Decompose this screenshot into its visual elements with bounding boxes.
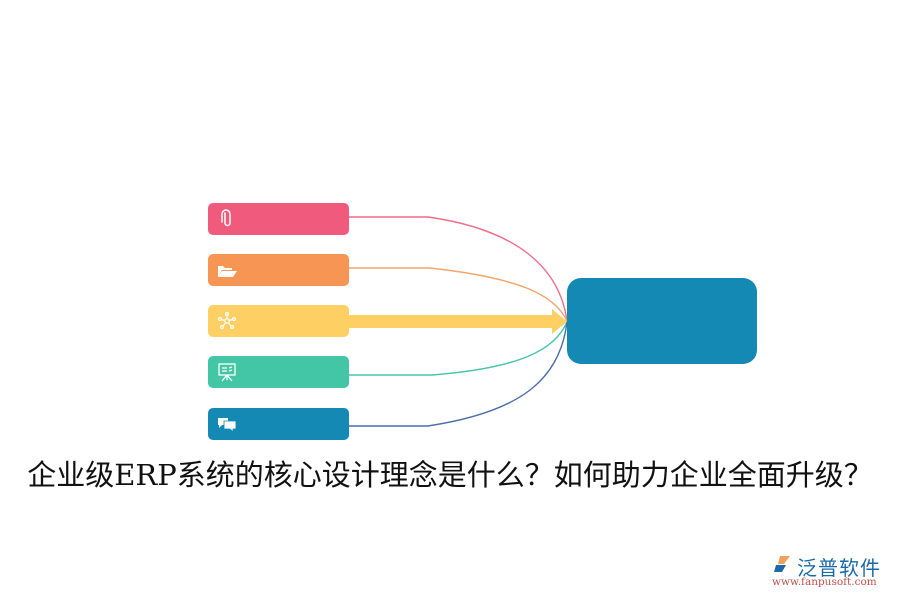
- node-discussion[interactable]: [208, 408, 349, 440]
- chat-bubbles-icon: [218, 418, 237, 433]
- node-presentation[interactable]: [208, 356, 349, 388]
- fanpu-logo-icon: [774, 556, 790, 572]
- node-attachment[interactable]: [208, 203, 349, 235]
- node-network[interactable]: [208, 305, 349, 337]
- watermark-logo: 泛普软件 www.fanpusoft.com: [770, 552, 900, 592]
- paperclip-icon: [221, 209, 231, 227]
- network-icon: [217, 312, 237, 330]
- watermark-brand: 泛普软件: [797, 556, 881, 580]
- watermark-url: www.fanpusoft.com: [772, 576, 877, 588]
- folder-open-icon: [218, 266, 237, 277]
- central-topic-node[interactable]: [567, 278, 757, 364]
- page-title: 企业级ERP系统的核心设计理念是什么？如何助力企业全面升级？: [27, 458, 873, 492]
- presentation-board-icon: [218, 363, 236, 382]
- node-folder[interactable]: [208, 254, 349, 286]
